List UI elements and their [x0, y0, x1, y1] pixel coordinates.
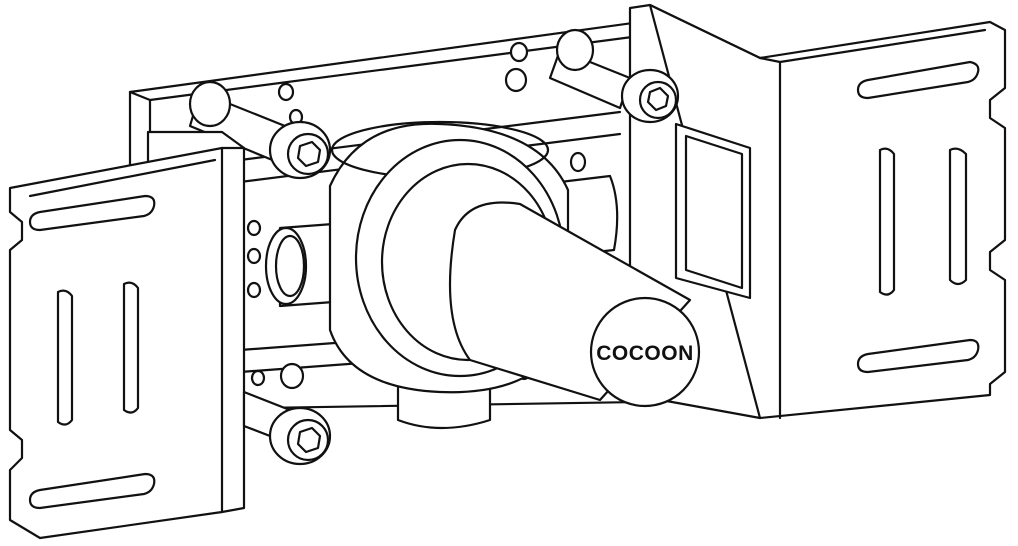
hex-socket-icon — [296, 426, 322, 454]
plate-hole — [246, 247, 262, 265]
slot-vertical-right — [122, 281, 140, 414]
threaded-rod-bottom-left — [242, 390, 332, 466]
plate-hole — [504, 67, 528, 93]
plate-hole — [250, 369, 266, 387]
plate-hole — [246, 219, 262, 237]
brand-label: COCOON — [596, 342, 694, 365]
plate-hole — [509, 41, 529, 63]
slot-bottom — [28, 472, 156, 510]
bracket-window — [674, 122, 752, 300]
valve-body: COCOON — [264, 120, 701, 430]
side-outlet — [264, 226, 308, 306]
slot-top — [28, 194, 156, 232]
slot-vertical-left — [56, 289, 74, 426]
end-cap — [589, 296, 701, 408]
slot-bottom — [856, 338, 980, 374]
plate-hole — [279, 362, 305, 390]
plate-hole — [277, 82, 295, 102]
left-l-bracket — [8, 130, 246, 540]
slot-vertical-left — [878, 147, 896, 296]
hex-socket-icon — [646, 86, 670, 112]
plate-hole — [569, 151, 587, 173]
hex-socket-icon — [296, 140, 322, 168]
slot-top — [856, 60, 980, 100]
plate-hole — [246, 281, 262, 299]
threaded-rod-top-left — [188, 80, 332, 180]
threaded-rod-top-right — [548, 28, 680, 124]
slot-vertical-right — [948, 147, 968, 286]
